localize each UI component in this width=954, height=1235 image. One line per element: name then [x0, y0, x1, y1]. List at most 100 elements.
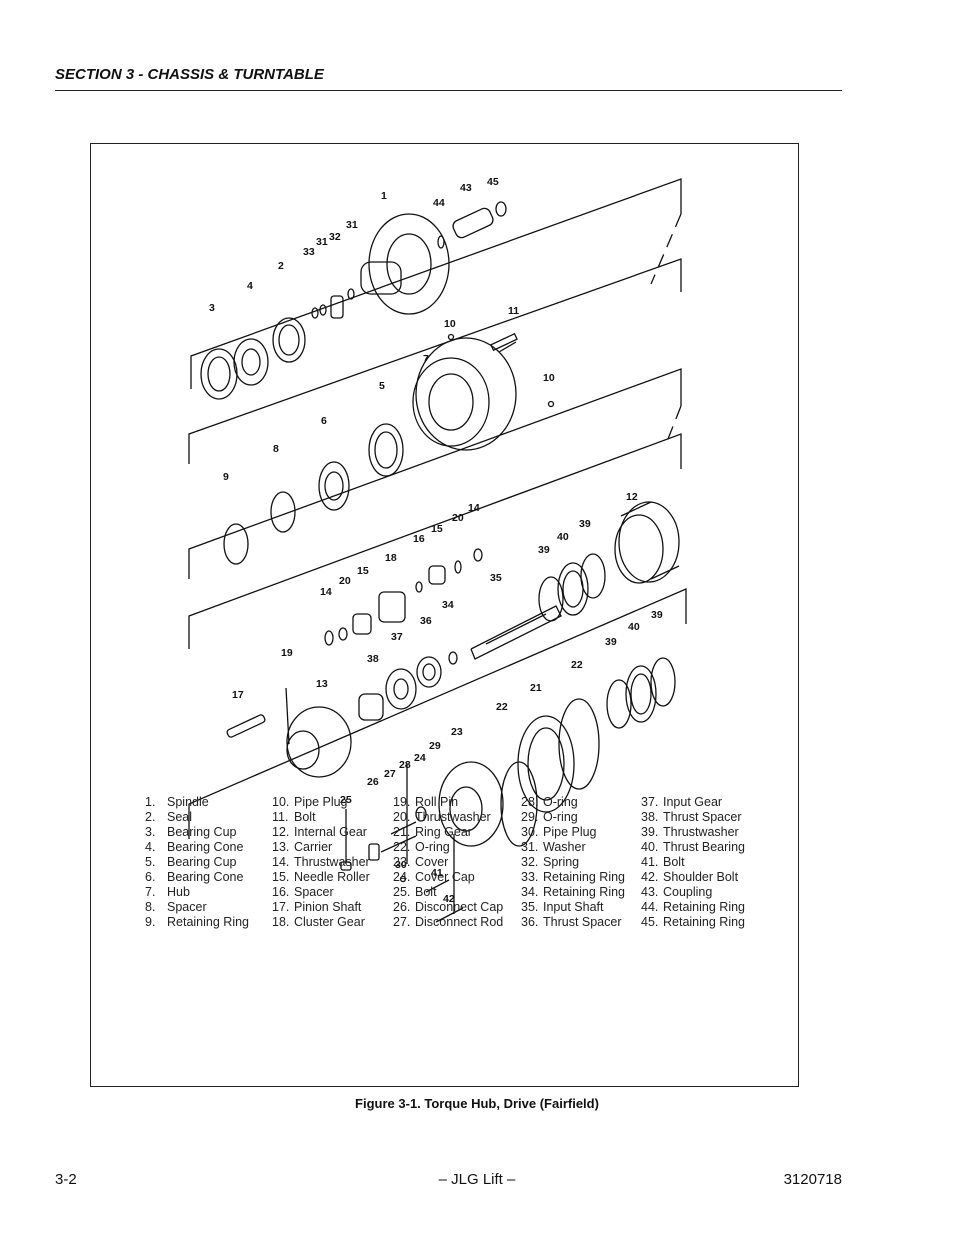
legend-item: 8.Spacer: [145, 900, 207, 914]
cluster-gear-18: [378, 591, 406, 623]
bearing-cup-5: [368, 423, 404, 477]
coupling-43: [452, 207, 494, 239]
callout-label: 10: [444, 318, 456, 330]
callout-labels: 1 2 3 4 5 6 7 8 9 10 10 11 12 13 14 14 1…: [209, 176, 663, 905]
pipe-plug-30: [399, 875, 407, 883]
legend-item: 18.Cluster Gear: [272, 915, 365, 929]
callout-label: 23: [451, 726, 463, 738]
callout-label: 31: [346, 219, 358, 231]
legend-item: 12.Internal Gear: [272, 825, 367, 839]
band-1: [190, 178, 682, 389]
callout-label: 27: [384, 768, 396, 780]
callout-label: 17: [232, 689, 244, 701]
thrust-spacer-36: [416, 656, 442, 688]
hub-7: [415, 337, 517, 451]
input-gear-37: [385, 668, 417, 710]
legend-item: 16.Spacer: [272, 885, 334, 899]
callout-label: 45: [487, 176, 499, 188]
disconnect-rod-27: [380, 835, 417, 853]
legend-column-1: 1.Spindle 2.Seal 3.Bearing Cup 4.Bearing…: [145, 795, 270, 930]
header-rule: [55, 90, 842, 91]
page-number: 3-2: [55, 1171, 77, 1188]
legend-item: 19.Roll Pin: [393, 795, 459, 809]
callout-label: 15: [431, 523, 443, 535]
thrust-bearing-40b: [625, 665, 657, 723]
callout-label: 38: [367, 653, 379, 665]
callout-label: 39: [651, 609, 663, 621]
callout-label: 11: [508, 305, 519, 317]
callout-label: 43: [460, 182, 472, 194]
thrust-spacer-38: [358, 693, 384, 721]
callout-label: 30: [395, 859, 407, 871]
legend-item: 43.Coupling: [641, 885, 713, 899]
callout-label: 2: [278, 260, 284, 272]
legend-item: 39.Thrustwasher: [641, 825, 739, 839]
carrier-13: [286, 706, 352, 778]
legend-column-5: 37.Input Gear 38.Thrust Spacer 39.Thrust…: [641, 795, 766, 930]
bolt-11: [490, 332, 518, 352]
document-number: 3120718: [783, 1171, 842, 1188]
legend-column-3: 19.Roll Pin 20.Thrustwasher 21.Ring Gear…: [393, 795, 518, 930]
callout-label: 42: [443, 893, 455, 905]
legend-item: 41.Bolt: [641, 855, 685, 869]
callout-label: 26: [367, 776, 379, 788]
callout-label: 20: [339, 575, 351, 587]
legend-item: 45.Retaining Ring: [641, 915, 745, 929]
callout-label: 19: [281, 647, 293, 659]
thrustwasher-39c: [606, 679, 632, 729]
legend-item: 27.Disconnect Rod: [393, 915, 504, 929]
callout-label: 20: [452, 512, 464, 524]
thrustwasher-14: [324, 630, 334, 646]
pinion-shaft-17: [226, 714, 266, 738]
spacer-8: [270, 491, 296, 533]
legend-item: 15.Needle Roller: [272, 870, 370, 884]
callout-label: 28: [399, 759, 411, 771]
seal-2: [272, 317, 306, 363]
legend-item: 35.Input Shaft: [521, 900, 604, 914]
section-header: SECTION 3 - CHASSIS & TURNTABLE: [55, 66, 324, 83]
legend-item: 11.Bolt: [272, 810, 316, 824]
legend-item: 28.O-ring: [521, 795, 578, 809]
cover-23: [438, 761, 504, 847]
spacer-16: [415, 581, 423, 593]
callout-label: 8: [273, 443, 279, 455]
legend-item: 24.Cover Cap: [393, 870, 475, 884]
legend-item: 26.Disconnect Cap: [393, 900, 504, 914]
callout-label: 29: [429, 740, 441, 752]
callout-label: 12: [626, 491, 638, 503]
retaining-ring-34: [448, 651, 458, 665]
cover-cap-24: [415, 806, 427, 822]
exploded-view-diagram: 1 2 3 4 5 6 7 8 9 10 10 11 12 13 14 14 1…: [188, 176, 687, 923]
thrustwasher-39d: [650, 657, 676, 707]
callout-label: 13: [316, 678, 328, 690]
callout-label: 9: [223, 471, 229, 483]
o-ring-22a: [558, 698, 600, 790]
legend-item: 6.Bearing Cone: [145, 870, 244, 884]
bolt-25: [340, 861, 352, 871]
callout-label: 39: [605, 636, 617, 648]
callout-label: 36: [420, 615, 432, 627]
callout-label: 5: [379, 380, 385, 392]
legend-item: 4.Bearing Cone: [145, 840, 244, 854]
input-shaft-35: [470, 605, 562, 660]
callout-label: 40: [628, 621, 640, 633]
legend-column-4: 28.O-ring 29.O-ring 30.Pipe Plug 31.Wash…: [521, 795, 646, 930]
callout-label: 41: [431, 867, 443, 879]
legend-item: 1.Spindle: [145, 795, 209, 809]
thrustwasher-39a: [538, 576, 564, 622]
o-ring-22b: [500, 761, 538, 847]
callout-label: 35: [490, 572, 502, 584]
legend-item: 23.Cover: [393, 855, 449, 869]
callout-label: 22: [496, 701, 508, 713]
bearing-cone-4: [233, 338, 269, 386]
callout-label: 7: [423, 353, 429, 365]
legend-item: 30.Pipe Plug: [521, 825, 597, 839]
retaining-ring-9: [223, 523, 249, 565]
spindle-1: [368, 213, 450, 315]
legend-item: 32.Spring: [521, 855, 580, 869]
callout-label: 39: [538, 544, 550, 556]
legend-column-2: 10.Pipe Plug 11.Bolt 12.Internal Gear 13…: [272, 795, 397, 930]
callout-label: 40: [557, 531, 569, 543]
thrust-bearing-40a: [557, 562, 589, 616]
callout-label: 25: [340, 794, 352, 806]
